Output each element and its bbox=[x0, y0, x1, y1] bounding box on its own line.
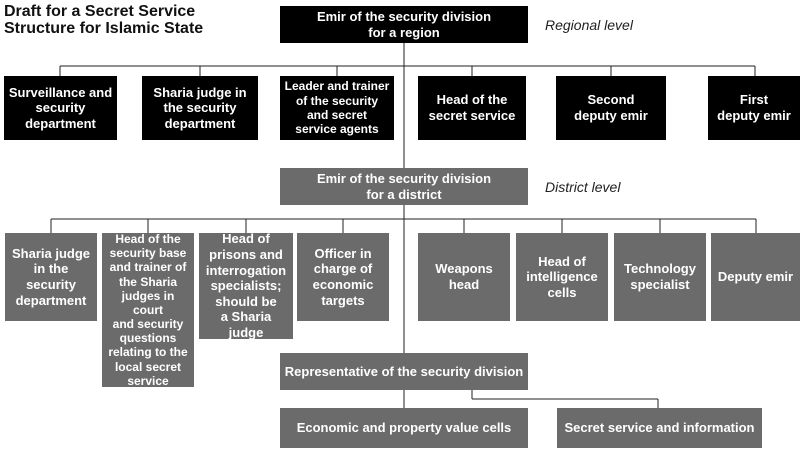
node-text: Sharia judge bbox=[11, 245, 91, 261]
node-text: questions bbox=[119, 331, 177, 346]
node-text: judges in court bbox=[121, 288, 175, 317]
node-text: department bbox=[15, 292, 87, 308]
node-text: the Sharia bbox=[118, 274, 178, 289]
node-text: and security bbox=[112, 317, 184, 332]
representative-security-division-box: Representative of the security division bbox=[280, 353, 528, 390]
node-text: security base bbox=[109, 246, 187, 261]
node-text: head bbox=[448, 277, 480, 292]
node-text: Emir of the security division bbox=[316, 8, 492, 24]
node-text: of the security bbox=[295, 93, 378, 108]
officer-economic-targets-box: Officer in charge of economic targets bbox=[297, 233, 389, 321]
node-text: department bbox=[25, 115, 96, 131]
node-text: a Sharia judge bbox=[220, 309, 272, 340]
secret-service-information-box: Secret service and information bbox=[557, 408, 762, 448]
node-text: Technology bbox=[624, 261, 696, 277]
node-text: department bbox=[164, 115, 236, 131]
node-text: service agents bbox=[295, 122, 379, 137]
district-sharia-judge-box: Sharia judge in the security department bbox=[5, 233, 97, 321]
node-text: Officer in bbox=[314, 245, 372, 261]
node-text: Emir of the security division bbox=[316, 170, 492, 186]
title-line: Structure for Islamic State bbox=[4, 20, 204, 37]
deputy-emir-box: Deputy emir bbox=[711, 233, 800, 321]
first-deputy-emir-box: First deputy emir bbox=[708, 76, 800, 140]
node-text: Representative of the security division bbox=[284, 363, 524, 379]
node-text: Head of the bbox=[436, 92, 508, 108]
node-text: should be bbox=[215, 293, 277, 309]
technology-specialist-box: Technology specialist bbox=[614, 233, 706, 321]
node-text: intelligence bbox=[526, 269, 598, 285]
head-secret-service-box: Head of the secret service bbox=[418, 76, 526, 140]
node-text: economic bbox=[312, 277, 374, 292]
node-text: First bbox=[739, 92, 769, 108]
node-text: Deputy emir bbox=[717, 269, 794, 285]
node-text: targets bbox=[321, 292, 365, 308]
node-text: the security bbox=[163, 100, 237, 116]
second-deputy-emir-box: Second deputy emir bbox=[556, 76, 666, 140]
node-text: charge of bbox=[313, 261, 373, 277]
node-text: Economic and property value cells bbox=[296, 420, 512, 436]
node-text: Second bbox=[587, 92, 635, 108]
node-text: Sharia judge in bbox=[153, 84, 247, 100]
district-level-label: District level bbox=[545, 179, 621, 195]
node-text: for a district bbox=[366, 186, 442, 202]
node-text: and secret bbox=[306, 108, 367, 122]
node-text: Head of bbox=[538, 253, 586, 269]
diagram-title: Draft for a Secret Service Structure for… bbox=[4, 3, 203, 37]
node-text: Head of the bbox=[115, 232, 181, 247]
economic-property-cells-box: Economic and property value cells bbox=[280, 408, 528, 448]
node-text: deputy emir bbox=[574, 108, 648, 123]
node-text: Weapons bbox=[435, 261, 493, 277]
node-text: Leader and trainer bbox=[284, 79, 390, 94]
head-prisons-interrogation-box: Head of prisons and interrogation specia… bbox=[199, 231, 293, 340]
surveillance-security-department-box: Surveillance and security department bbox=[4, 76, 117, 140]
node-text: secret service bbox=[428, 108, 516, 123]
node-text: local secret bbox=[114, 359, 182, 374]
district-emir-box: Emir of the security division for a dist… bbox=[280, 168, 528, 205]
node-text: security bbox=[26, 277, 76, 292]
node-text: specialists; bbox=[210, 278, 282, 294]
node-text: relating to the bbox=[108, 345, 188, 360]
node-text: prisons and bbox=[209, 247, 283, 263]
node-text: deputy emir bbox=[717, 108, 791, 123]
node-text: specialist bbox=[630, 277, 690, 292]
node-text: security bbox=[35, 100, 86, 116]
node-text: in the bbox=[33, 261, 69, 277]
node-text: interrogation bbox=[205, 262, 287, 278]
node-text: and trainer of bbox=[109, 260, 187, 275]
head-intelligence-cells-box: Head of intelligence cells bbox=[516, 233, 608, 321]
title-line: Draft for a Secret Service bbox=[4, 3, 196, 20]
head-security-base-box: Head of the security base and trainer of… bbox=[102, 232, 194, 388]
weapons-head-box: Weapons head bbox=[418, 233, 510, 321]
regional-level-label: Regional level bbox=[545, 17, 633, 33]
regional-emir-box: Emir of the security division for a regi… bbox=[280, 6, 528, 43]
node-text: for a region bbox=[368, 24, 440, 40]
node-text: service bbox=[127, 373, 169, 388]
node-text: cells bbox=[547, 284, 577, 300]
node-text: Secret service and information bbox=[564, 420, 755, 436]
node-text: Head of bbox=[222, 231, 270, 247]
leader-trainer-agents-box: Leader and trainer of the security and s… bbox=[280, 76, 394, 140]
sharia-judge-security-department-box: Sharia judge in the security department bbox=[142, 76, 258, 140]
node-text: Surveillance and bbox=[8, 84, 113, 100]
